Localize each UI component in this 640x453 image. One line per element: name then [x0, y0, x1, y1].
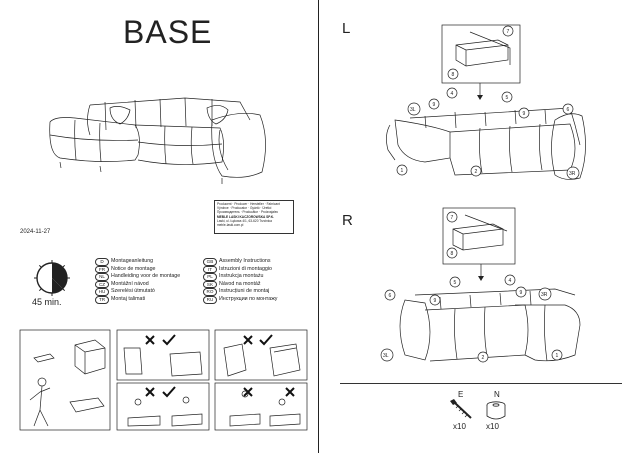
svg-text:5: 5 — [506, 95, 509, 101]
svg-text:9: 9 — [523, 111, 526, 117]
product-title: BASE — [123, 14, 213, 50]
clock-icon — [34, 260, 70, 296]
language-code: PL — [203, 273, 217, 281]
svg-text:9: 9 — [433, 102, 436, 108]
stamp-line: Производитель · Producător · Proizvajale… — [217, 210, 279, 215]
svg-text:3R: 3R — [541, 292, 548, 298]
hardware-qty-n: x10 — [486, 422, 499, 431]
page-divider — [318, 0, 319, 453]
language-label: Instrucțiuni de montaj — [219, 288, 270, 295]
language-label: Notice de montage — [111, 265, 156, 272]
language-label: Инструкции по монтажу — [219, 295, 278, 302]
hardware-letter-n: N — [494, 390, 500, 399]
stamp-company: MEBLE LASKI KACZOROWSKA SP.K. — [217, 214, 275, 219]
svg-text:6: 6 — [389, 293, 392, 299]
manufacturer-stamp: Producent · Producer · Hersteller · Fabr… — [214, 200, 294, 234]
svg-text:7: 7 — [507, 29, 510, 35]
tape-roll-icon — [486, 401, 506, 420]
language-code: RO — [203, 288, 217, 296]
handling-pictograms — [19, 329, 308, 431]
stamp-address: Laski, ul. Łąkowa 4/1, 63-620 Trzcinica — [217, 218, 272, 223]
svg-text:4: 4 — [451, 91, 454, 97]
hardware-qty-e: x10 — [453, 422, 466, 431]
svg-text:6: 6 — [567, 107, 570, 113]
assembly-diagram-right: 7 8 6 9 5 4 9 3R 3L 2 1 — [380, 207, 581, 363]
assembly-time: 45 min. — [32, 297, 62, 307]
svg-text:2: 2 — [482, 355, 485, 361]
svg-text:9: 9 — [520, 290, 523, 296]
language-code: GB — [203, 258, 217, 266]
document-date: 2024-11-27 — [20, 229, 51, 235]
language-code: IT — [203, 265, 217, 274]
assembly-diagram-left: 7 8 3L 9 4 5 9 6 1 2 3R — [386, 24, 586, 180]
language-code: FR — [95, 265, 109, 274]
language-label: Návod na montáž — [219, 280, 261, 287]
language-code: SK — [203, 280, 217, 289]
svg-text:1: 1 — [556, 353, 559, 359]
section-divider — [340, 383, 622, 384]
language-label: Montageanleitung — [111, 258, 154, 264]
language-label: Handleiding voor de montage — [111, 273, 181, 280]
sofa-overview-illustration — [49, 97, 266, 184]
hardware-letter-e: E — [458, 390, 464, 399]
screw-icon — [450, 399, 472, 419]
language-code: HU — [95, 288, 109, 296]
svg-text:8: 8 — [451, 251, 454, 257]
svg-text:3R: 3R — [569, 171, 576, 177]
stamp-line: Producent · Producer · Hersteller · Fabr… — [217, 202, 280, 206]
language-code: RU — [203, 295, 217, 304]
language-code: D — [95, 258, 109, 266]
language-label: Assembly Instructions — [219, 258, 271, 264]
svg-text:3L: 3L — [383, 353, 389, 359]
svg-text:1: 1 — [401, 168, 404, 174]
svg-text:7: 7 — [451, 215, 454, 221]
svg-text:3L: 3L — [410, 107, 416, 113]
svg-text:8: 8 — [452, 72, 455, 78]
language-label: Instrukcja montażu — [219, 273, 264, 280]
svg-text:2: 2 — [475, 169, 478, 175]
language-code: NL — [95, 273, 109, 281]
language-code: TR — [95, 295, 109, 304]
language-code: CZ — [95, 280, 109, 289]
variant-label-right: R — [342, 212, 353, 229]
svg-text:9: 9 — [434, 298, 437, 304]
svg-text:4: 4 — [509, 278, 512, 284]
language-label: Montážní návod — [111, 280, 149, 287]
language-label: Szerelési útmutató — [111, 288, 155, 295]
stamp-web: meble-laski.com.pl — [217, 223, 244, 228]
svg-text:5: 5 — [454, 280, 457, 286]
language-label: Istruzioni di montaggio — [219, 265, 272, 272]
stamp-line: Výrobce · Producator · Gyártó · Üretici — [217, 206, 272, 211]
variant-label-left: L — [342, 20, 351, 37]
language-label: Montaj talimati — [111, 295, 146, 302]
